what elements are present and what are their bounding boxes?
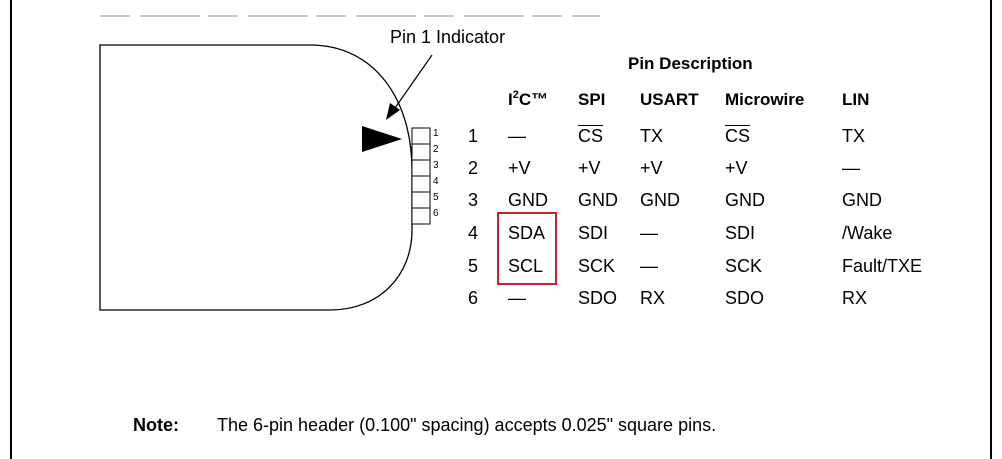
cell-lin: RX xyxy=(842,288,868,308)
cell-spi: +V xyxy=(578,158,601,178)
device-outline xyxy=(99,44,413,311)
small-pin-1: 1 xyxy=(433,128,439,139)
cell-microwire: +V xyxy=(725,158,748,178)
cell-microwire: SDI xyxy=(725,223,756,243)
header-i2c-prefix: I xyxy=(508,90,513,109)
small-pin-3: 3 xyxy=(433,160,439,171)
pin-description-title: Pin Description xyxy=(628,54,753,73)
header-i2c-sup: 2 xyxy=(512,89,519,101)
cell-microwire: CS xyxy=(725,126,751,146)
row-pin: 2 xyxy=(468,158,479,178)
cell-lin: — xyxy=(842,158,860,178)
cell-i2c: SCL xyxy=(508,256,544,276)
note-label: Note: xyxy=(133,415,179,435)
row-pin: 3 xyxy=(468,190,479,210)
cell-spi: GND xyxy=(578,190,618,210)
cell-i2c: — xyxy=(508,126,526,146)
cell-i2c: GND xyxy=(508,190,548,210)
header-i2c-suffix: C™ xyxy=(518,90,549,109)
cell-usart: GND xyxy=(640,190,680,210)
pin1-triangle xyxy=(362,126,402,152)
cell-microwire: GND xyxy=(725,190,765,210)
pin-indicator-label: Pin 1 Indicator xyxy=(390,27,506,47)
header-lin: LIN xyxy=(842,90,870,109)
cell-spi: SDI xyxy=(578,223,609,243)
small-pin-5: 5 xyxy=(433,192,439,203)
cell-spi: CS xyxy=(578,126,604,146)
cell-microwire: SCK xyxy=(725,256,763,276)
header-usart: USART xyxy=(640,90,699,109)
cell-usart: — xyxy=(640,256,658,276)
cell-spi: SCK xyxy=(578,256,616,276)
header-spi: SPI xyxy=(578,90,606,109)
cell-microwire: SDO xyxy=(725,288,765,308)
row-pin: 1 xyxy=(468,126,479,146)
cell-i2c: SDA xyxy=(508,223,546,243)
arrow-head-icon xyxy=(386,103,400,120)
cell-usart: +V xyxy=(640,158,663,178)
cell-usart: TX xyxy=(640,126,664,146)
note-text: The 6-pin header (0.100" spacing) accept… xyxy=(217,415,717,435)
cell-lin: TX xyxy=(842,126,866,146)
small-pin-4: 4 xyxy=(433,176,439,187)
cell-usart: RX xyxy=(640,288,666,308)
cell-usart: — xyxy=(640,223,658,243)
cell-lin: GND xyxy=(842,190,882,210)
small-pin-6: 6 xyxy=(433,208,439,219)
header-pins xyxy=(411,127,431,225)
small-pin-2: 2 xyxy=(433,144,439,155)
header-i2c: I2C™ xyxy=(508,89,549,112)
cell-i2c: +V xyxy=(508,158,531,178)
row-pin: 6 xyxy=(468,288,479,308)
cell-spi: SDO xyxy=(578,288,618,308)
i2c-highlight-box xyxy=(497,212,557,285)
header-microwire: Microwire xyxy=(725,90,805,109)
row-pin: 5 xyxy=(468,256,479,276)
cell-lin: Fault/TXE xyxy=(842,256,923,276)
figure-frame xyxy=(10,0,992,459)
cell-lin: /Wake xyxy=(842,223,893,243)
row-pin: 4 xyxy=(468,223,479,243)
cell-i2c: — xyxy=(508,288,526,308)
